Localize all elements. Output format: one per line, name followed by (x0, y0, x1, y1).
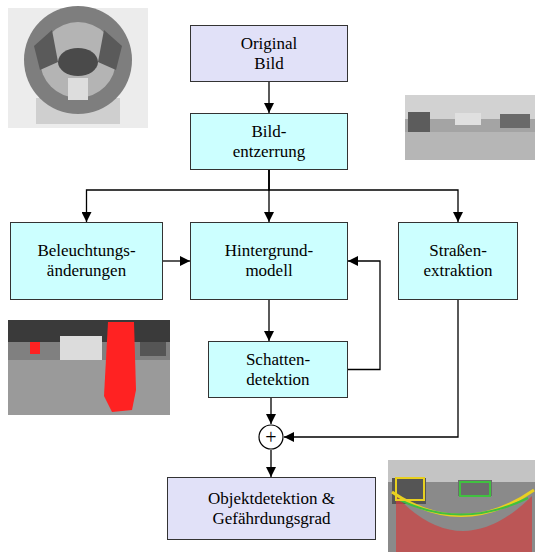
flow-arrow (270, 398, 271, 424)
flow-arrow (163, 260, 190, 261)
photo-road (8, 360, 170, 415)
photo-detail (58, 48, 98, 76)
photo-detail (24, 6, 132, 114)
process-box: Bild- entzerrung (190, 113, 348, 170)
photo-ground (8, 320, 170, 415)
process-box: Hintergrund- modell (190, 222, 348, 300)
panorama-photo (405, 95, 535, 160)
shadow-mask (104, 322, 136, 412)
node-label: Objektdetektion & Gefährdungsgrad (177, 489, 367, 528)
photo-detail (408, 112, 430, 132)
photo-detail (140, 342, 166, 356)
flow-arrow (87, 170, 270, 222)
node-label: Original Bild (229, 34, 309, 73)
input-box: Original Bild (190, 25, 348, 82)
circle-shape (259, 425, 283, 449)
sum-circle: + (258, 424, 284, 450)
photo-detail (68, 78, 88, 100)
flow-arrow (268, 82, 269, 113)
node-label: Beleuchtungs- änderungen (19, 241, 154, 280)
shadow-mask (30, 342, 40, 354)
node-label: Schatten- detektion (223, 350, 333, 389)
process-box: Straßen- extraktion (398, 222, 518, 300)
flow-arrow (269, 170, 458, 222)
shadow-photo (8, 320, 170, 415)
node-label: + (265, 427, 276, 447)
danger-line (392, 490, 534, 516)
photo-road (405, 132, 535, 160)
photo-ground (388, 460, 535, 552)
photo-ground (405, 95, 535, 160)
detection-box (396, 478, 424, 500)
process-box: Schatten- detektion (208, 341, 348, 398)
detection-photo (388, 460, 535, 552)
photo-detail (60, 336, 102, 360)
node-label: Bild- entzerrung (219, 122, 319, 161)
flow-arrow (348, 261, 380, 370)
output-box: Objektdetektion & Gefährdungsgrad (167, 477, 376, 540)
photo-detail (458, 480, 492, 496)
fisheye-photo (8, 6, 148, 128)
photo-detail (98, 30, 122, 70)
photo-detail (34, 30, 58, 70)
process-box: Beleuchtungs- änderungen (10, 222, 163, 300)
flow-arrow (268, 300, 269, 341)
node-label: Straßen- extraktion (406, 241, 510, 280)
photo-detail (500, 114, 530, 128)
photo-detail (392, 478, 426, 504)
photo-detail (455, 113, 481, 125)
detection-box (460, 482, 490, 496)
node-label: Hintergrund- modell (209, 241, 329, 280)
flow-arrow (270, 450, 271, 477)
